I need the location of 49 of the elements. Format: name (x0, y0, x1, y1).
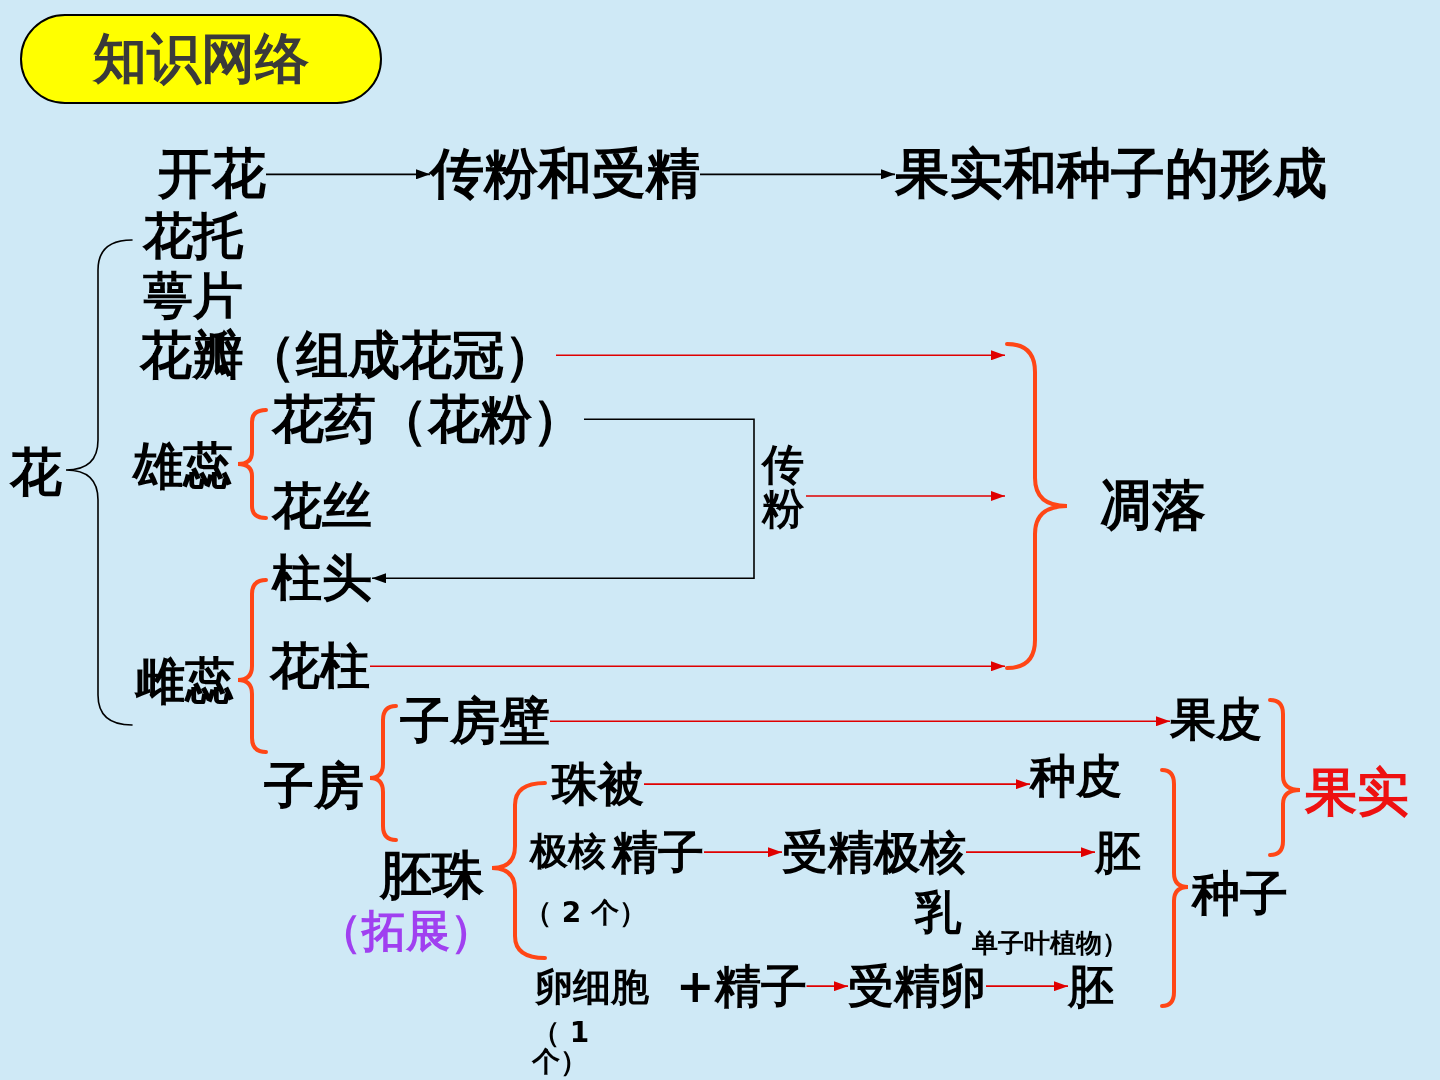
term-label: 果实和种子的形成 (895, 146, 1327, 203)
arrow (805, 491, 1006, 501)
term-label: 种皮 (1030, 752, 1122, 801)
note-label: （ 1 个） (532, 1018, 591, 1077)
term-label: 胚 (1068, 962, 1114, 1011)
arrow (549, 716, 1171, 727)
term-label: 花 (10, 445, 62, 500)
arrow (371, 418, 755, 584)
arrow (555, 350, 1006, 361)
term-label: 卵细胞 (535, 968, 649, 1008)
term-label: 极核 (530, 832, 606, 872)
term-label: 果实 (1305, 765, 1409, 820)
term-label: 花柱 (270, 640, 370, 693)
term-label: 子房壁 (400, 695, 550, 748)
term-label: 精子 (612, 828, 704, 877)
note-label: （拓展） (318, 908, 494, 955)
term-label: 雌蕊 (135, 655, 235, 708)
term-label: 传粉 (762, 443, 806, 532)
term-label: 种子 (1192, 868, 1288, 919)
term-label: 受精卵 (848, 962, 986, 1011)
term-label: 胚珠 (380, 848, 484, 903)
note-label: 单子叶植物） (972, 930, 1128, 958)
term-label: 开花 (158, 146, 266, 203)
term-label: 雄蕊 (133, 440, 233, 493)
term-label: 花丝 (272, 480, 372, 533)
arrow (985, 981, 1069, 992)
arrow (265, 169, 431, 180)
term-label: 子房 (264, 760, 364, 813)
term-label: 萼片 (143, 270, 243, 323)
term-label: 珠被 (552, 760, 644, 809)
term-label: 乳 (915, 888, 961, 937)
arrow (965, 847, 1096, 858)
term-label: 花药（花粉） (272, 392, 584, 447)
term-label: +精子 (676, 962, 807, 1011)
term-label: 胚 (1095, 828, 1141, 877)
note-label: （ 2 个） (524, 898, 647, 928)
arrow (643, 779, 1031, 790)
title-banner: 知识网络 (20, 14, 382, 104)
arrow (805, 981, 849, 992)
arrow (369, 661, 1006, 672)
term-label: 花托 (143, 210, 243, 263)
term-label: 凋落 (1098, 477, 1206, 535)
arrow (703, 847, 783, 858)
term-label: 受精极核 (782, 828, 966, 877)
term-label: 果皮 (1170, 695, 1262, 744)
term-label: 柱头 (272, 552, 372, 605)
arrow (699, 169, 896, 180)
term-label: 花瓣（组成花冠） (140, 328, 556, 383)
term-label: 传粉和受精 (430, 146, 700, 203)
